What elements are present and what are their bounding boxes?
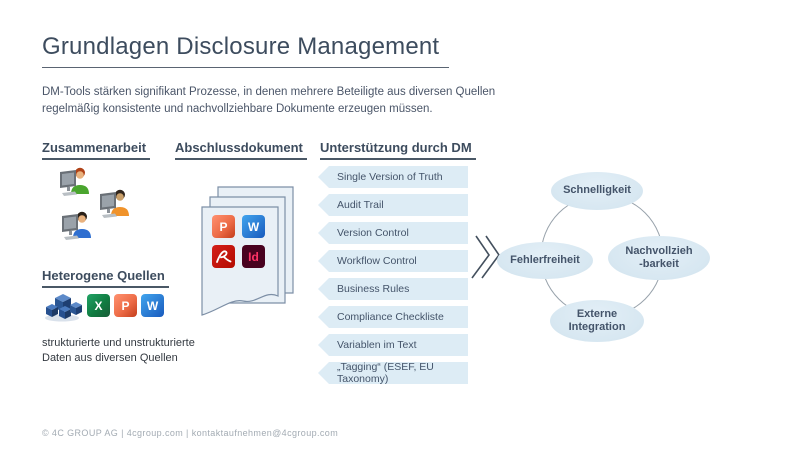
document-stack [201, 186, 294, 316]
word-icon: W [141, 294, 164, 317]
powerpoint-icon: P [114, 294, 137, 317]
cycle-bubble-speed: Schnelligkeit [551, 172, 643, 210]
dm-item: Compliance Checkliste [318, 306, 468, 328]
cycle-bubble-traceability: Nachvollzieh -barkeit [608, 236, 710, 280]
database-cubes-icon [45, 294, 82, 322]
dm-item: Version Control [318, 222, 468, 244]
doc-word-letter: W [247, 219, 260, 234]
page-title: Grundlagen Disclosure Management [42, 33, 440, 60]
dm-item: „Tagging“ (ESEF, EU Taxonomy) [318, 362, 468, 384]
doc-powerpoint-letter: P [219, 219, 228, 234]
person-computer-orange-icon [100, 189, 129, 218]
intro-text: DM-Tools stärken signifikant Prozesse, i… [42, 86, 496, 115]
word-icon-letter: W [146, 298, 159, 313]
cycle-bubble-external-integration: Externe Integration [550, 300, 644, 342]
cycle-bubble-error-free: Fehlerfreiheit [497, 242, 593, 279]
sources-caption: strukturierte und unstrukturierte Daten … [42, 337, 195, 364]
final-document-header: Abschlussdokument [175, 140, 307, 160]
collaboration-header: Zusammenarbeit [42, 140, 151, 160]
doc-powerpoint-icon: P [212, 215, 235, 238]
double-chevron-icon [471, 235, 500, 279]
excel-icon: X [87, 294, 110, 317]
title-underline [42, 67, 449, 68]
dm-item: Workflow Control [318, 250, 468, 272]
indesign-icon-letters: Id [248, 249, 259, 264]
dm-item: Audit Trail [318, 194, 468, 216]
person-computer-blue-icon [62, 211, 91, 240]
sources-header: Heterogene Quellen [42, 268, 169, 288]
indesign-icon: Id [242, 245, 265, 268]
excel-icon-letter: X [94, 298, 103, 313]
acrobat-swirl-glyph [216, 250, 232, 263]
acrobat-pdf-icon [212, 245, 235, 268]
footer-copyright: © 4C GROUP AG | 4cgroup.com | kontaktauf… [42, 428, 339, 438]
dm-item: Business Rules [318, 278, 468, 300]
dm-support-header: Unterstützung durch DM [320, 140, 476, 160]
dm-item: Variablen im Text [318, 334, 468, 356]
dm-item: Single Version of Truth [318, 166, 468, 188]
person-computer-green-icon [60, 167, 89, 196]
powerpoint-icon-letter: P [121, 298, 130, 313]
doc-word-icon: W [242, 215, 265, 238]
